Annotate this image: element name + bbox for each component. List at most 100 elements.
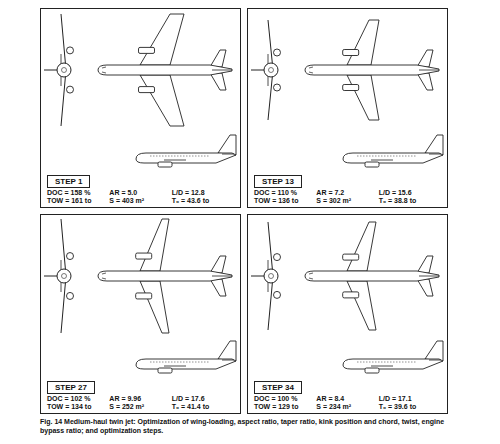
step-label: STEP 1 bbox=[55, 177, 82, 186]
side-engine bbox=[158, 368, 172, 373]
cockpit bbox=[102, 273, 106, 279]
value-cell: T₀ = 41.4 to bbox=[172, 403, 234, 410]
wing bbox=[140, 14, 184, 65]
engine bbox=[136, 293, 152, 299]
side-engine bbox=[365, 162, 379, 167]
front-fuselage bbox=[264, 269, 278, 283]
front-fuselage bbox=[57, 63, 71, 77]
value-cell: TOW = 134 to bbox=[47, 403, 109, 410]
value-cell: TOW = 136 to bbox=[254, 197, 316, 204]
front-fuselage bbox=[264, 63, 278, 77]
front-wing bbox=[61, 276, 66, 333]
step-panel: DOC = 100 %AR = 8.4L/D = 17.1TOW = 129 t… bbox=[247, 214, 448, 414]
front-fuselage bbox=[57, 269, 71, 283]
value-table: DOC = 102 %AR = 9.96L/D = 17.6TOW = 134 … bbox=[47, 395, 234, 410]
front-fin bbox=[251, 70, 264, 71]
windows bbox=[357, 156, 417, 157]
side-wing bbox=[164, 366, 186, 367]
fuselage bbox=[305, 65, 439, 75]
cockpit bbox=[309, 273, 313, 279]
value-cell: L/D = 17.6 bbox=[172, 395, 234, 402]
value-cell: T₀ = 38.8 to bbox=[379, 197, 441, 204]
cockpit bbox=[309, 67, 313, 73]
wing bbox=[140, 75, 184, 126]
value-cell: AR = 9.96 bbox=[109, 395, 171, 402]
wing bbox=[347, 20, 379, 65]
value-cell: DOC = 110 % bbox=[254, 189, 316, 196]
step-box: STEP 34 bbox=[254, 381, 302, 394]
step-panel: DOC = 102 %AR = 9.96L/D = 17.6TOW = 134 … bbox=[40, 214, 241, 414]
side-engine bbox=[158, 162, 172, 167]
wing bbox=[347, 75, 379, 120]
tailplane bbox=[210, 73, 226, 90]
front-nose bbox=[62, 68, 67, 73]
value-cell: S = 302 m² bbox=[316, 197, 378, 204]
value-table: DOC = 110 %AR = 7.2L/D = 15.6TOW = 136 t… bbox=[254, 189, 441, 204]
side-fuselage bbox=[343, 359, 443, 369]
value-cell: L/D = 15.6 bbox=[379, 189, 441, 196]
fuselage bbox=[305, 271, 439, 281]
engine bbox=[139, 87, 155, 93]
step-panel: DOC = 158 %AR = 5.0L/D = 12.8TOW = 161 t… bbox=[40, 8, 241, 208]
side-tailplane bbox=[222, 360, 234, 361]
engine bbox=[136, 253, 152, 259]
step-label: STEP 34 bbox=[262, 383, 294, 392]
fin bbox=[419, 276, 439, 277]
fuselage bbox=[98, 271, 232, 281]
engine bbox=[139, 47, 155, 53]
wing bbox=[347, 222, 376, 271]
side-engine bbox=[365, 368, 379, 373]
value-cell: TOW = 161 to bbox=[47, 197, 109, 204]
front-engine bbox=[274, 291, 281, 298]
windows bbox=[150, 156, 210, 157]
front-wing bbox=[268, 70, 273, 120]
front-wing bbox=[268, 222, 273, 276]
value-cell: L/D = 17.1 bbox=[379, 395, 441, 402]
front-wing bbox=[61, 219, 66, 276]
side-fuselage bbox=[136, 153, 236, 163]
aircraft bbox=[251, 222, 443, 373]
tailplane bbox=[417, 73, 433, 90]
step-box: STEP 27 bbox=[47, 381, 95, 394]
value-table: DOC = 100 %AR = 8.4L/D = 17.1TOW = 129 t… bbox=[254, 395, 441, 410]
value-table: DOC = 158 %AR = 5.0L/D = 12.8TOW = 161 t… bbox=[47, 189, 234, 204]
value-cell: T₀ = 43.6 to bbox=[172, 197, 234, 204]
fin bbox=[419, 70, 439, 71]
windows bbox=[357, 362, 417, 363]
aircraft bbox=[251, 20, 443, 167]
step-panel: DOC = 110 %AR = 7.2L/D = 15.6TOW = 136 t… bbox=[247, 8, 448, 208]
front-engine bbox=[274, 49, 281, 56]
front-wing bbox=[61, 14, 66, 70]
side-tailplane bbox=[429, 154, 441, 155]
front-fin bbox=[44, 276, 57, 277]
tailplane bbox=[417, 256, 433, 273]
side-wing bbox=[371, 366, 393, 367]
aircraft bbox=[44, 14, 236, 167]
front-wing bbox=[61, 70, 66, 126]
step-label: STEP 13 bbox=[262, 177, 294, 186]
figure-caption: Fig. 14 Medium-haul twin jet: Optimizati… bbox=[40, 418, 465, 436]
front-engine bbox=[274, 84, 281, 91]
front-engine bbox=[67, 253, 74, 260]
front-nose bbox=[269, 274, 274, 279]
engine bbox=[343, 292, 359, 298]
step-label: STEP 27 bbox=[55, 383, 87, 392]
value-cell: DOC = 158 % bbox=[47, 189, 109, 196]
side-tailplane bbox=[222, 154, 234, 155]
side-fin bbox=[425, 135, 443, 155]
front-engine bbox=[67, 86, 74, 93]
value-cell: AR = 5.0 bbox=[109, 189, 171, 196]
front-engine bbox=[67, 47, 74, 54]
step-box: STEP 1 bbox=[47, 175, 90, 188]
side-wing bbox=[371, 160, 393, 161]
wing bbox=[140, 281, 169, 333]
value-cell: DOC = 102 % bbox=[47, 395, 109, 402]
tailplane bbox=[210, 50, 226, 67]
fuselage bbox=[98, 65, 232, 75]
value-cell: S = 403 m² bbox=[109, 197, 171, 204]
front-engine bbox=[274, 254, 281, 261]
fin bbox=[212, 70, 232, 71]
engine bbox=[343, 85, 359, 91]
engine bbox=[343, 254, 359, 260]
